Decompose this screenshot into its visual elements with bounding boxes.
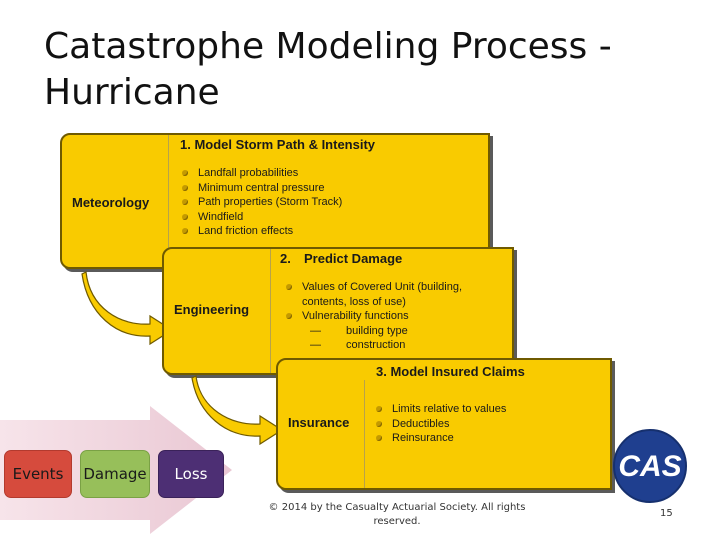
list-item: Deductibles [376, 417, 506, 432]
panel2-heading-number: 2. [280, 251, 291, 266]
panel2-heading: Predict Damage [304, 251, 403, 266]
panel2-bullet-list: Values of Covered Unit (building, conten… [286, 280, 462, 353]
list-item: Limits relative to values [376, 402, 506, 417]
panel-model-insured-claims [276, 358, 612, 490]
panel3-heading: 3. Model Insured Claims [376, 364, 525, 379]
step-damage: Damage [80, 450, 150, 498]
cas-logo: CAS [613, 429, 687, 503]
panel2-side-label: Engineering [174, 302, 250, 317]
panel1-heading: 1. Model Storm Path & Intensity [180, 137, 376, 152]
panel2-divider [270, 249, 271, 373]
bullet-dot-icon [182, 228, 188, 234]
panel3-bullet-list: Limits relative to values Deductibles Re… [376, 402, 506, 446]
list-item: Reinsurance [376, 431, 506, 446]
slide-title: Catastrophe Modeling Process - Hurricane [44, 26, 612, 113]
curved-arrow-icon [191, 375, 284, 446]
bullet-dot-icon [182, 213, 188, 220]
bullet-dot-icon [182, 184, 188, 191]
bullet-dot-icon [286, 313, 292, 319]
panel1-bullet-list: Landfall probabilities Minimum central p… [182, 166, 342, 239]
panel1-divider [168, 135, 169, 267]
list-item: Land friction effects [182, 224, 342, 239]
cas-logo-text: CAS [618, 450, 681, 483]
list-item: Path properties (Storm Track) [182, 195, 342, 210]
list-item-continuation: contents, loss of use) [302, 295, 406, 308]
step-events: Events [4, 450, 72, 498]
copyright-footer: © 2014 by the Casualty Actuarial Society… [268, 502, 526, 527]
panel3-side-label: Insurance [288, 415, 350, 430]
panel3-divider [364, 380, 365, 488]
list-item: Minimum central pressure [182, 181, 342, 196]
sub-list-item: —building type [310, 324, 408, 337]
list-item: Landfall probabilities [182, 166, 342, 181]
list-item: Windfield [182, 210, 342, 225]
page-number: 15 [660, 508, 673, 519]
step-loss: Loss [158, 450, 224, 498]
bullet-dot-icon [376, 406, 382, 412]
sub-list-item: —construction [310, 339, 406, 351]
list-item: Vulnerability functions [286, 309, 462, 324]
bullet-dot-icon [182, 170, 188, 176]
bullet-dot-icon [182, 199, 188, 205]
bullet-dot-icon [286, 284, 292, 290]
curved-arrow-icon [81, 271, 174, 346]
bullet-dot-icon [376, 435, 382, 441]
list-item: Values of Covered Unit (building, [286, 280, 462, 295]
bullet-dot-icon [376, 420, 382, 427]
panel-predict-damage [162, 247, 514, 375]
panel1-side-label: Meteorology [72, 195, 150, 210]
